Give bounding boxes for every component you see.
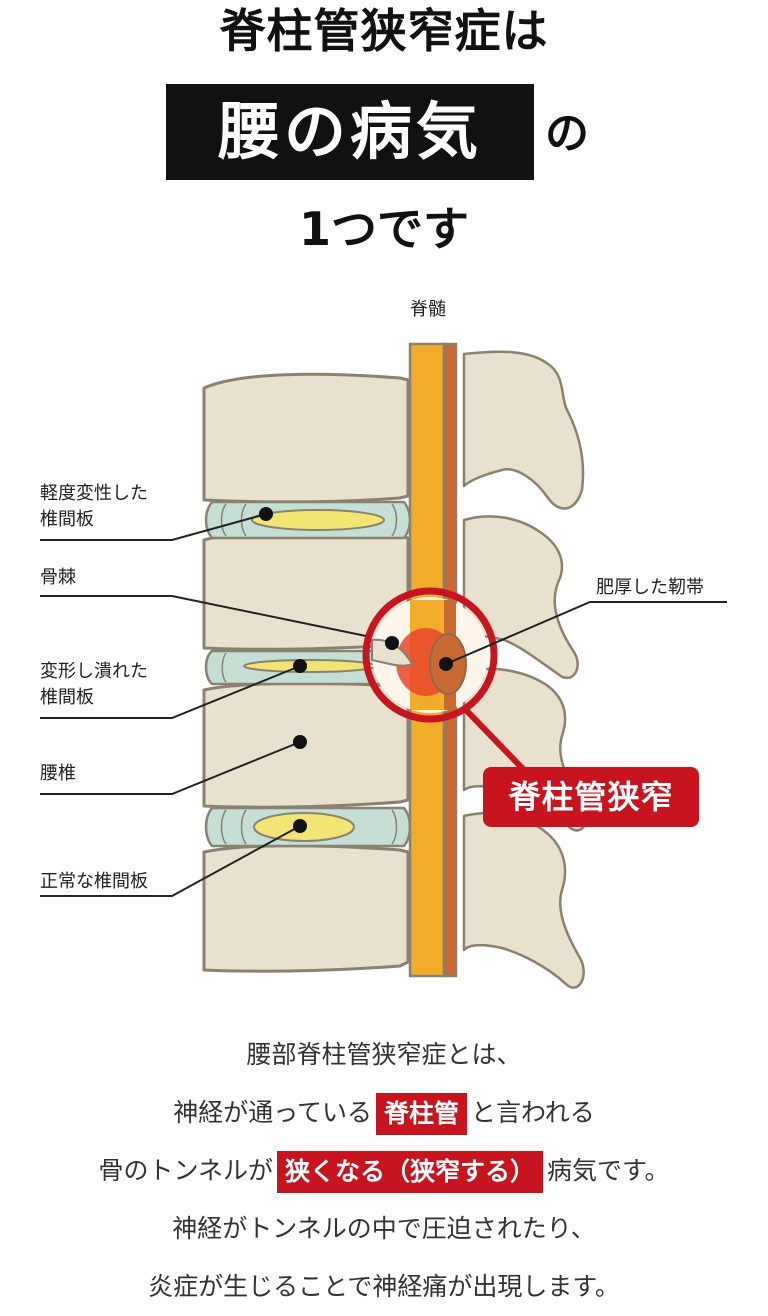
- vertebra-4: [202, 844, 410, 973]
- label-dots: [259, 507, 453, 833]
- body-line-4: 神経がトンネルの中で圧迫されたり、: [172, 1214, 596, 1243]
- body-line-3-pre: 骨のトンネルが: [98, 1156, 273, 1185]
- leader-lines: [40, 513, 727, 897]
- body-line-1: 腰部脊柱管狭窄症とは、: [246, 1040, 522, 1069]
- disc-normal: [204, 806, 412, 848]
- vertebra-1: [202, 372, 410, 504]
- body-line-2: 神経が通っている脊柱管と言われる: [0, 1084, 768, 1142]
- normal-disc-label: 正常な椎間板: [40, 871, 148, 892]
- spine-diagram: [40, 342, 727, 989]
- spinal-cord-label: 脊髄: [410, 299, 446, 320]
- lumbar-label: 腰椎: [40, 763, 76, 784]
- ligament-label: 肥厚した靭帯: [596, 577, 704, 598]
- body-line-3: 骨のトンネルが狭くなる（狭窄する）病気です。: [0, 1142, 768, 1200]
- deformed-disc-label-line1: 変形し潰れた: [40, 661, 148, 682]
- body-line-5: 炎症が生じることで神経痛が出現します。: [148, 1272, 620, 1301]
- stenosis-callout: 脊柱管狭窄: [483, 767, 699, 827]
- deformed-disc-label-line2: 椎間板: [40, 687, 94, 708]
- heading-particle: の: [545, 108, 589, 159]
- highlight-spinal-canal: 脊柱管: [375, 1093, 467, 1135]
- mild-disc-label-line2: 椎間板: [40, 509, 94, 530]
- body-text: 腰部脊柱管狭窄症とは、 神経が通っている脊柱管と言われる 骨のトンネルが狭くなる…: [0, 1026, 768, 1316]
- disc-mild: [204, 500, 412, 540]
- heading-title: 脊柱管狭窄症は: [219, 4, 549, 58]
- heading-subtitle: 1つです: [298, 202, 469, 256]
- body-line-3-post: 病気です。: [547, 1156, 670, 1185]
- heading-highlight-row: 腰の病気 の: [0, 84, 768, 180]
- highlight-narrowing: 狭くなる（狭窄する）: [276, 1151, 543, 1193]
- heading-highlight: 腰の病気: [166, 84, 534, 180]
- stenosis-zoom: [362, 587, 527, 773]
- body-line-2-pre: 神経が通っている: [173, 1098, 372, 1127]
- body-line-2-post: と言われる: [471, 1098, 595, 1127]
- mild-disc-label-line1: 軽度変性した: [40, 483, 148, 504]
- bone-spur-label: 骨棘: [40, 567, 76, 588]
